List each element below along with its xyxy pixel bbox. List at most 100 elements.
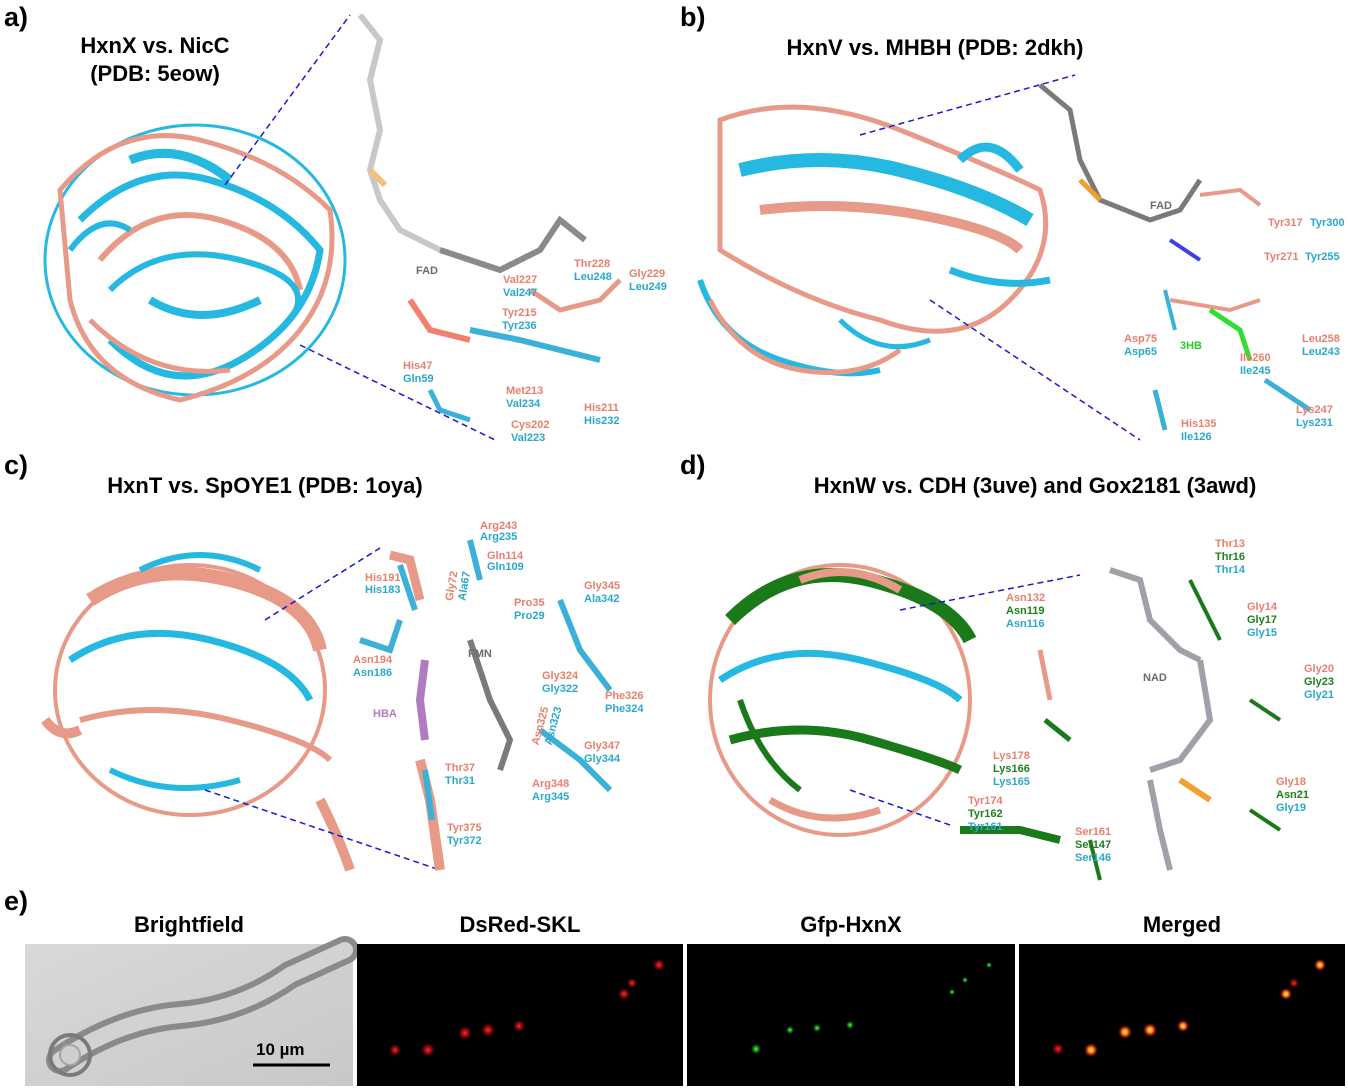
label-gly15: Gly15	[1247, 627, 1277, 639]
panel-letter-c: c)	[4, 450, 29, 480]
protein-ribbon-d	[708, 563, 977, 837]
label-fad-b: FAD	[1150, 200, 1172, 212]
panel-title-a: HxnX vs. NicC (PDB: 5eow)	[50, 32, 260, 88]
label-ala342: Ala342	[584, 593, 620, 605]
protein-ribbon-b	[697, 104, 1051, 377]
label-asn119: Asn119	[1006, 605, 1045, 617]
label-asn186: Asn186	[353, 667, 393, 679]
label-arg243: Arg243	[480, 520, 518, 532]
label-phe324: Phe324	[605, 703, 644, 715]
label-tyr215: Tyr215	[502, 307, 537, 319]
ligand-nad-d	[960, 567, 1282, 881]
panel-letter-a: a)	[4, 2, 29, 32]
label-fad-a: FAD	[416, 265, 438, 277]
label-lys247: Lys247	[1296, 404, 1333, 416]
label-fmn: FMN	[468, 648, 492, 660]
label-thr16: Thr16	[1215, 551, 1245, 563]
micro-title-merged: Merged	[1142, 912, 1222, 937]
label-gly347: Gly347	[584, 740, 621, 752]
label-ile260: Ile260	[1240, 352, 1271, 364]
label-hba: HBA	[373, 708, 397, 720]
label-his191: His191	[365, 572, 401, 584]
panel-title-b: HxnV vs. MHBH (PDB: 2dkh)	[786, 35, 1084, 60]
label-arg235: Arg235	[480, 531, 518, 543]
label-leu249: Leu249	[629, 281, 667, 293]
ligand-fad-a	[357, 13, 622, 423]
label-ile245: Ile245	[1240, 365, 1271, 377]
label-gly345: Gly345	[584, 580, 621, 592]
label-his135: His135	[1181, 418, 1217, 430]
label-tyr375: Tyr375	[447, 822, 482, 834]
label-thr13: Thr13	[1215, 538, 1245, 550]
label-gly229: Gly229	[629, 268, 666, 280]
label-tyr300: Tyr300	[1310, 217, 1345, 229]
label-thr228: Thr228	[574, 258, 611, 270]
label-arg345: Arg345	[532, 791, 570, 803]
label-tyr255: Tyr255	[1305, 251, 1340, 263]
panel-letter-d: d)	[680, 450, 706, 480]
micro-title-gfp: Gfp-HxnX	[800, 912, 902, 937]
label-thr37: Thr37	[445, 762, 475, 774]
label-asp65: Asp65	[1124, 346, 1158, 358]
label-phe326: Phe326	[605, 690, 644, 702]
ligand-fad-b	[1038, 83, 1312, 431]
label-asp75: Asp75	[1124, 333, 1158, 345]
protein-ribbon-c	[41, 552, 355, 872]
label-cys202: Cys202	[511, 419, 550, 431]
label-tyr236: Tyr236	[502, 320, 537, 332]
label-ile126: Ile126	[1181, 431, 1212, 443]
label-gly14: Gly14	[1247, 601, 1277, 613]
label-gly17: Gly17	[1247, 614, 1277, 626]
label-leu243: Leu243	[1302, 346, 1340, 358]
protein-ribbon-a	[43, 123, 347, 403]
micro-dsred	[357, 944, 683, 1086]
micro-brightfield	[25, 936, 359, 1086]
label-gly19: Gly19	[1276, 802, 1306, 814]
label-leu248: Leu248	[574, 271, 612, 283]
label-gly21: Gly21	[1304, 689, 1334, 701]
label-tyr372: Tyr372	[447, 835, 482, 847]
label-asn116: Asn116	[1006, 618, 1045, 630]
panel-letter-b: b)	[680, 2, 706, 32]
label-tyr162: Tyr162	[968, 808, 1003, 820]
label-tyr271: Tyr271	[1264, 251, 1299, 263]
panel-title-d: HxnW vs. CDH (3uve) and Gox2181 (3awd)	[813, 473, 1257, 498]
label-gly20: Gly20	[1304, 663, 1334, 675]
label-lys166: Lys166	[993, 763, 1030, 775]
label-his183: His183	[365, 584, 401, 596]
label-gly18: Gly18	[1276, 776, 1306, 788]
label-val247: Val247	[503, 287, 538, 299]
label-lys231: Lys231	[1296, 417, 1333, 429]
label-gln109: Gln109	[487, 561, 524, 573]
label-3hb: 3HB	[1180, 340, 1203, 352]
label-gly344: Gly344	[584, 753, 621, 765]
label-gly324: Gly324	[542, 670, 579, 682]
label-thr31: Thr31	[445, 775, 475, 787]
label-gln114: Gln114	[487, 550, 524, 562]
label-arg348: Arg348	[532, 778, 570, 790]
label-asn132: Asn132	[1006, 592, 1046, 604]
label-asn194: Asn194	[353, 654, 393, 666]
label-gly322: Gly322	[542, 683, 579, 695]
label-ser161: Ser161	[1075, 826, 1112, 838]
label-pro35: Pro35	[514, 597, 545, 609]
label-leu258: Leu258	[1302, 333, 1340, 345]
scalebar-label: 10 µm	[256, 1040, 305, 1059]
panel-title-a-line2: (PDB: 5eow)	[90, 61, 220, 86]
label-tyr161: Tyr161	[968, 821, 1003, 833]
label-met213: Met213	[506, 385, 544, 397]
micro-title-dsred: DsRed-SKL	[459, 912, 581, 937]
panel-title-a-line1: HxnX vs. NicC	[80, 33, 230, 58]
label-his232: His232	[584, 415, 620, 427]
label-pro29: Pro29	[514, 610, 545, 622]
micro-gfp	[687, 944, 1015, 1086]
label-tyr174: Tyr174	[968, 795, 1003, 807]
panel-title-c: HxnT vs. SpOYE1 (PDB: 1oya)	[107, 473, 423, 498]
label-val223: Val223	[511, 432, 546, 444]
label-his211: His211	[584, 402, 619, 414]
label-lys165: Lys165	[993, 776, 1030, 788]
label-gly23: Gly23	[1304, 676, 1334, 688]
label-val227: Val227	[503, 274, 538, 286]
label-lys178: Lys178	[993, 750, 1030, 762]
